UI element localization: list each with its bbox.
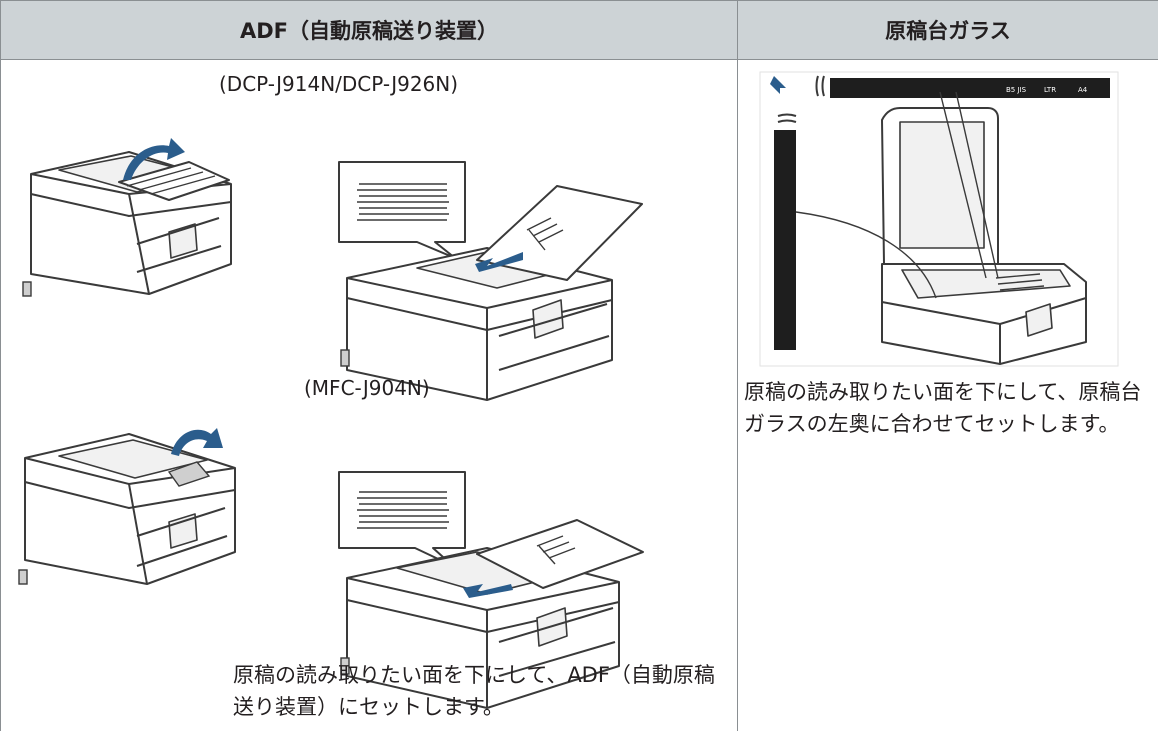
glass-description: 原稿の読み取りたい面を下にして、原稿台ガラスの左奥に合わせてセットします。 <box>744 376 1154 440</box>
guide-label-b5: B5 JIS <box>1006 86 1027 94</box>
printer-adf-loading-illustration <box>337 160 627 405</box>
glass-cell: B5 JIS LTR A4 <box>738 60 1158 731</box>
side-guide-bar <box>774 130 796 350</box>
table-header-row: ADF（自動原稿送り装置） 原稿台ガラス <box>1 1 1158 60</box>
adf-description: 原稿の読み取りたい面を下にして、ADF（自動原稿送り装置）にセットします。 <box>233 659 733 723</box>
guide-label-a4: A4 <box>1078 86 1088 94</box>
scanner-glass-illustration: B5 JIS LTR A4 <box>760 72 1118 366</box>
table-body-row: (DCP-J914N/DCP-J926N) <box>1 60 1158 731</box>
model-label-dcp: (DCP-J914N/DCP-J926N) <box>219 72 458 96</box>
guide-label-ltr: LTR <box>1044 86 1056 94</box>
printer-mfc-adf-flap-illustration <box>19 410 239 600</box>
top-guide-bar <box>830 78 1110 98</box>
header-scanner-glass: 原稿台ガラス <box>738 1 1158 60</box>
adf-cell: (DCP-J914N/DCP-J926N) <box>1 60 738 731</box>
callout-bubble <box>339 162 465 258</box>
header-adf: ADF（自動原稿送り装置） <box>1 1 738 60</box>
model-label-mfc: (MFC-J904N) <box>304 376 430 400</box>
printer-adf-flap-illustration <box>19 132 239 302</box>
callout-bubble <box>339 472 465 566</box>
